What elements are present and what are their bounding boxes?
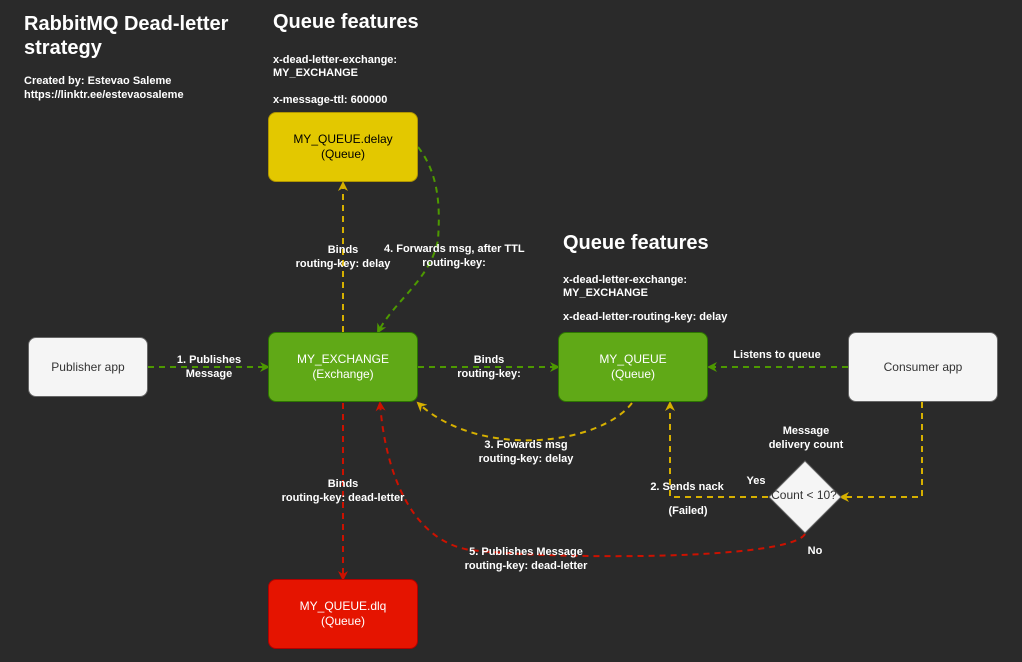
features-top-line2: MY_EXCHANGE [273, 67, 358, 79]
label-publishes-line2: Message [185, 368, 233, 380]
features-mid-heading: Queue features [563, 232, 709, 254]
features-top-line3: x-message-ttl: 600000 [273, 94, 388, 106]
label-forwards-delay-line1: 3. Fowards msg [484, 439, 568, 451]
delay-queue-name: MY_QUEUE.delay [293, 132, 393, 146]
exchange-name: MY_EXCHANGE [296, 352, 390, 366]
label-publishes-dead-letter: 5. Publishes Message routing-key: dead-l… [460, 545, 592, 573]
label-binds-dlq: Binds routing-key: dead-letter [280, 477, 406, 505]
label-delivery-line1: Message [782, 425, 830, 437]
dlq-node[interactable]: MY_QUEUE.dlq (Queue) [268, 579, 418, 649]
features-mid-line1: x-dead-letter-exchange: [563, 274, 688, 286]
publisher-app-node[interactable]: Publisher app [28, 337, 148, 397]
label-publishes: 1. Publishes Message [173, 353, 245, 381]
publisher-app-label: Publisher app [51, 359, 125, 374]
label-binds-dlq-line1: Binds [327, 478, 359, 490]
diagram-title: RabbitMQ Dead-letter strategy [24, 13, 229, 59]
label-forwards-delay: 3. Fowards msg routing-key: delay [474, 438, 578, 466]
decision-label: Count < 10? [771, 488, 837, 502]
features-top-heading: Queue features [273, 11, 419, 33]
label-forwards-ttl-line1: 4. Forwards msg, after TTL [384, 243, 525, 255]
label-publishes-dl-line2: routing-key: dead-letter [464, 560, 588, 572]
label-forwards-ttl: 4. Forwards msg, after TTL routing-key: [384, 242, 525, 270]
edge-forwards-delay [416, 401, 633, 442]
features-mid-line2: MY_EXCHANGE [563, 287, 648, 299]
label-listens: Listens to queue [733, 349, 821, 361]
dlq-name: MY_QUEUE.dlq [299, 599, 387, 613]
exchange-node[interactable]: MY_EXCHANGE (Exchange) [268, 332, 418, 402]
credits-author: Created by: Estevao Saleme [24, 75, 172, 87]
label-binds-queue-line2: routing-key: [457, 368, 521, 380]
credits-link[interactable]: https://linktr.ee/estevaosaleme [24, 89, 184, 101]
my-queue-name: MY_QUEUE [599, 352, 667, 366]
exchange-type: (Exchange) [312, 367, 374, 381]
edge-publishes-dead-letter [375, 401, 806, 558]
credits: Created by: Estevao Saleme https://linkt… [24, 74, 184, 102]
my-queue-node[interactable]: MY_QUEUE (Queue) [558, 332, 708, 402]
label-publishes-line1: 1. Publishes [176, 354, 242, 366]
consumer-app-node[interactable]: Consumer app [848, 332, 998, 402]
label-sends-nack: 2. Sends nack [650, 481, 724, 493]
label-publishes-dl-line1: 5. Publishes Message [469, 546, 583, 558]
features-mid-line3: x-dead-letter-routing-key: delay [563, 311, 728, 323]
label-yes: Yes [746, 475, 766, 487]
label-failed: (Failed) [668, 505, 708, 517]
label-binds-delay-line2: routing-key: delay [295, 258, 391, 270]
features-top-line1: x-dead-letter-exchange: [273, 54, 398, 66]
label-binds-queue: Binds routing-key: [452, 353, 526, 381]
consumer-app-label: Consumer app [883, 359, 963, 374]
my-queue-type: (Queue) [610, 367, 656, 381]
label-binds-queue-line1: Binds [473, 354, 505, 366]
label-forwards-delay-line2: routing-key: delay [478, 453, 574, 465]
label-binds-delay-line1: Binds [327, 244, 359, 256]
label-delivery-line2: delivery count [768, 439, 844, 451]
delay-queue-node[interactable]: MY_QUEUE.delay (Queue) [268, 112, 418, 182]
edge-consumer-decision [839, 402, 923, 502]
decision-diamond [768, 460, 842, 534]
label-binds-delay: Binds routing-key: delay [290, 243, 396, 271]
dlq-type: (Queue) [320, 614, 366, 628]
delay-queue-type: (Queue) [320, 147, 366, 161]
label-forwards-ttl-line2: routing-key: [422, 257, 486, 269]
label-binds-dlq-line2: routing-key: dead-letter [281, 492, 405, 504]
label-delivery-count: Message delivery count [762, 424, 850, 452]
label-no: No [807, 545, 823, 557]
